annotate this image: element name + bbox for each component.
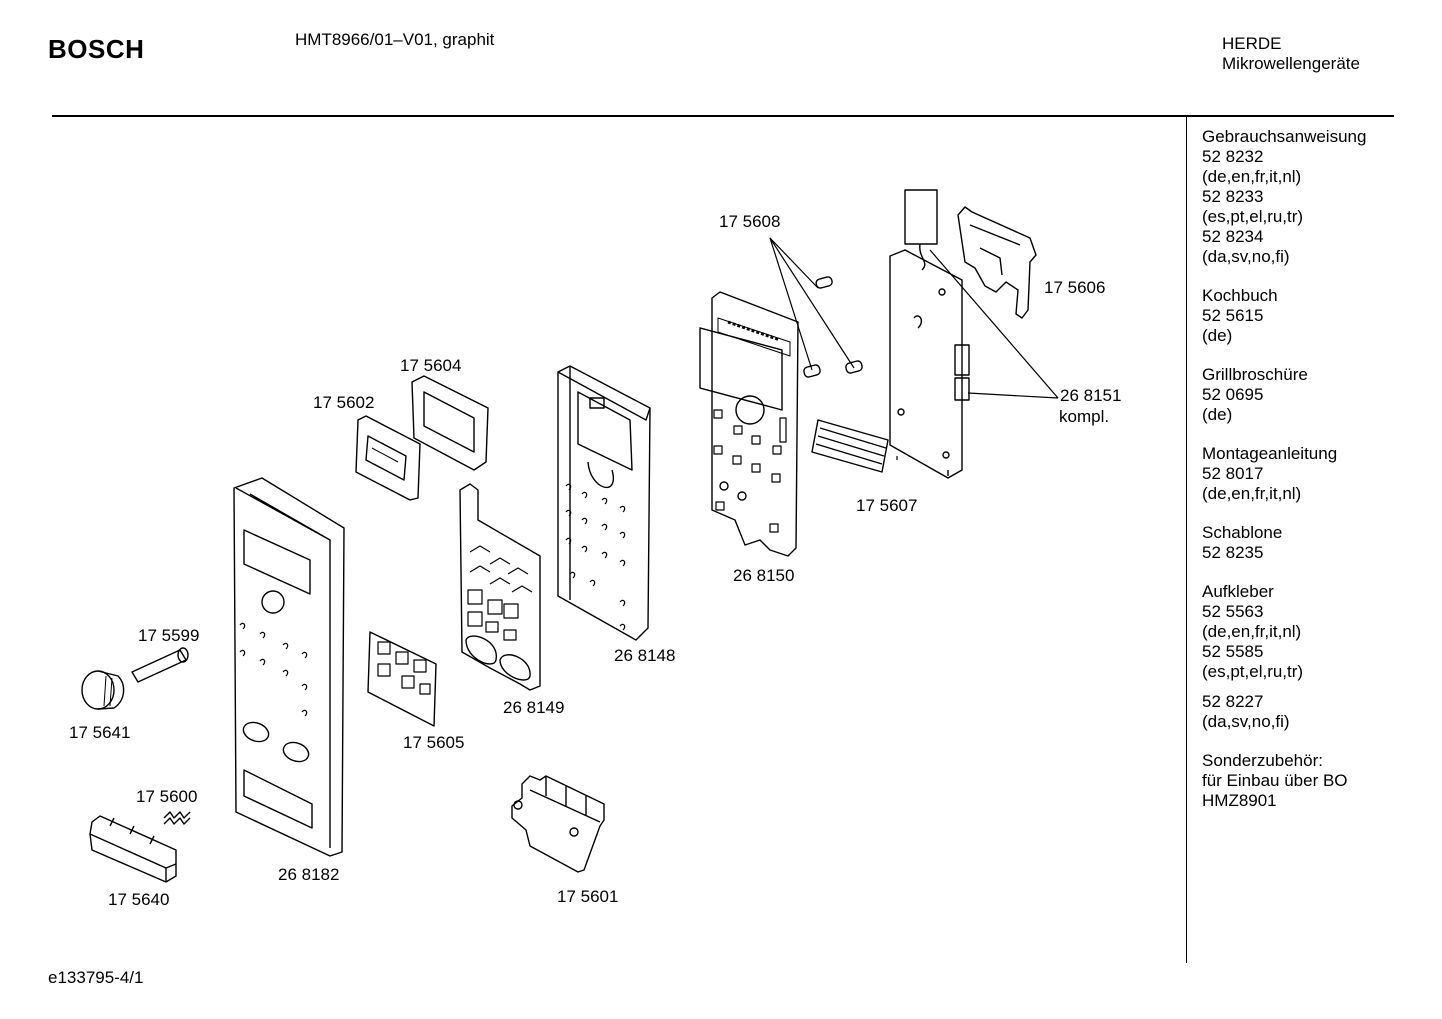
part-membrane-175605 xyxy=(367,631,437,727)
doc-line: Kochbuch xyxy=(1202,286,1278,305)
part-label: 17 5607 xyxy=(856,496,918,515)
part-label: 17 5608 xyxy=(719,212,781,231)
doc-line: 52 5585 xyxy=(1202,642,1264,661)
doc-line: (es,pt,el,ru,tr) xyxy=(1202,207,1304,226)
part-board-268150 xyxy=(699,291,799,557)
leader-lines xyxy=(769,237,1059,460)
doc-line: 52 8017 xyxy=(1202,464,1264,483)
doc-line: (de) xyxy=(1202,326,1233,345)
part-label: 26 8148 xyxy=(614,646,676,665)
part-bracket-175606 xyxy=(957,206,1037,319)
doc-line: (da,sv,no,fi) xyxy=(1202,712,1290,731)
doc-line: Schablone xyxy=(1202,523,1283,542)
part-shaft-175599 xyxy=(131,647,189,683)
part-label: 17 5604 xyxy=(400,356,462,375)
doc-line: 52 8232 xyxy=(1202,147,1264,166)
doc-line: HMZ8901 xyxy=(1202,791,1277,810)
part-bracket-175604 xyxy=(411,375,489,471)
part-window-175602 xyxy=(355,415,421,501)
doc-line: (de,en,fr,it,nl) xyxy=(1202,167,1302,186)
brand-logo: BOSCH xyxy=(48,34,145,64)
doc-line: (de,en,fr,it,nl) xyxy=(1202,622,1302,641)
documents-group: Schablone 52 8235 xyxy=(1202,523,1366,563)
part-knob-175641 xyxy=(81,670,125,710)
documents-group: Aufkleber 52 5563 (de,en,fr,it,nl) 52 55… xyxy=(1202,582,1366,682)
doc-line: 52 8227 xyxy=(1202,692,1264,711)
part-label: 26 8149 xyxy=(503,698,565,717)
doc-line: Montageanleitung xyxy=(1202,444,1338,463)
part-label: 17 5601 xyxy=(557,887,619,906)
part-label: 17 5640 xyxy=(108,890,170,909)
doc-line: (de,en,fr,it,nl) xyxy=(1202,484,1302,503)
documents-group: Grillbroschüre 52 0695 (de) xyxy=(1202,365,1366,425)
part-label: 17 5599 xyxy=(138,626,200,645)
part-label: 17 5600 xyxy=(136,787,198,806)
doc-line: 52 8234 xyxy=(1202,227,1264,246)
part-label: kompl. xyxy=(1059,407,1110,426)
doc-line: 52 5563 xyxy=(1202,602,1264,621)
part-holder-175601 xyxy=(511,775,605,873)
documents-group: Gebrauchsanweisung 52 8232 (de,en,fr,it,… xyxy=(1202,127,1366,267)
model-title: HMT8966/01–V01, graphit xyxy=(295,30,495,49)
part-label: 17 5606 xyxy=(1044,278,1106,297)
doc-line: Grillbroschüre xyxy=(1202,365,1308,384)
part-label: 17 5641 xyxy=(69,723,131,742)
part-ribbon-175607 xyxy=(811,419,889,473)
doc-line: (de) xyxy=(1202,405,1233,424)
doc-line: Gebrauchsanweisung xyxy=(1202,127,1367,146)
part-front-panel-268182 xyxy=(233,477,345,857)
part-label: 26 8151 xyxy=(1060,386,1122,405)
documents-group: Sonderzubehör: für Einbau über BO HMZ890… xyxy=(1202,751,1366,811)
part-pins-175608 xyxy=(803,276,863,378)
doc-line: 52 8235 xyxy=(1202,543,1264,562)
doc-line: Aufkleber xyxy=(1202,582,1274,601)
category-line-2: Mikrowellengeräte xyxy=(1222,54,1360,73)
part-keypad-268149 xyxy=(459,483,541,691)
documents-group: Montageanleitung 52 8017 (de,en,fr,it,nl… xyxy=(1202,444,1366,504)
part-board-268151 xyxy=(889,189,970,479)
part-frame-268148 xyxy=(557,365,651,641)
header-rule xyxy=(52,115,1394,117)
category-line-1: HERDE xyxy=(1222,34,1282,53)
part-button-175640 xyxy=(89,815,177,883)
doc-line: Sonderzubehör: xyxy=(1202,751,1323,770)
doc-line: 52 5615 xyxy=(1202,306,1264,325)
doc-line: (da,sv,no,fi) xyxy=(1202,247,1290,266)
doc-line: 52 8233 xyxy=(1202,187,1264,206)
doc-line: für Einbau über BO xyxy=(1202,771,1348,790)
column-divider xyxy=(1186,117,1187,963)
doc-line: (es,pt,el,ru,tr) xyxy=(1202,662,1304,681)
part-label: 17 5605 xyxy=(403,733,465,752)
part-label: 17 5602 xyxy=(313,393,375,412)
doc-line: 52 0695 xyxy=(1202,385,1264,404)
part-label: 26 8182 xyxy=(278,865,340,884)
part-label: 26 8150 xyxy=(733,566,795,585)
documents-list: Gebrauchsanweisung 52 8232 (de,en,fr,it,… xyxy=(1202,127,1366,830)
part-spring-175600 xyxy=(163,811,191,825)
drawing-code: e133795-4/1 xyxy=(48,968,144,987)
documents-group: 52 8227 (da,sv,no,fi) xyxy=(1202,692,1366,732)
documents-group: Kochbuch 52 5615 (de) xyxy=(1202,286,1366,346)
